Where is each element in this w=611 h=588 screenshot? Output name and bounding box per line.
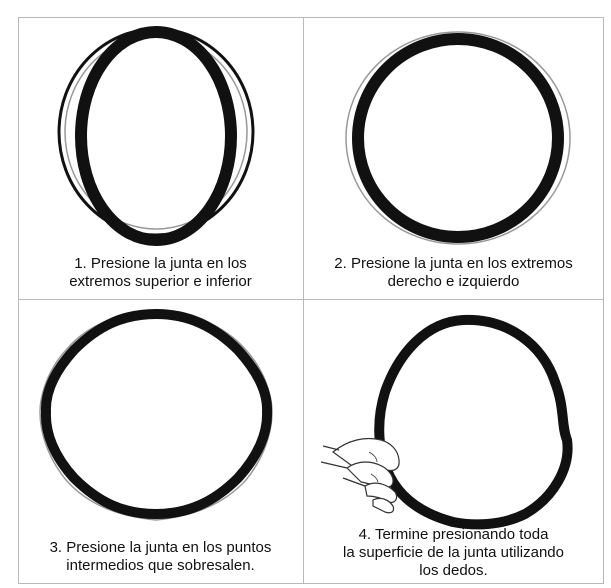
- diagram-grid: [18, 17, 604, 584]
- step-1-outer-outline: [57, 27, 255, 237]
- step-1-caption: 1. Presione la junta en los extremos sup…: [69, 255, 252, 290]
- step-3-caption: 3. Presione la junta en los puntos inter…: [49, 539, 272, 574]
- step-1-panel: 1. Presione la junta en los extremos sup…: [18, 17, 303, 299]
- step-2-gasket-ring: [352, 33, 564, 243]
- grid-divider-horizontal: [18, 299, 604, 300]
- step-3-gasket-illustration: [39, 308, 273, 521]
- hand-icon: [320, 437, 400, 514]
- step-2-outer-outline: [345, 31, 571, 245]
- grid-divider-vertical: [303, 17, 304, 584]
- step-3-gasket-ring: [40, 308, 273, 520]
- step-4-panel: 4. Termine presionando toda la superfici…: [303, 300, 604, 584]
- step-2-panel: 2. Presione la junta en los extremos der…: [303, 17, 604, 299]
- step-3-panel: 3. Presione la junta en los puntos inter…: [18, 300, 303, 584]
- step-4-gasket-illustration: [320, 314, 573, 530]
- step-4-caption: 4. Termine presionando toda la superfici…: [343, 526, 564, 579]
- step-2-caption: 2. Presione la junta en los extremos der…: [334, 255, 573, 290]
- step-4-gasket-ring: [374, 314, 573, 530]
- step-2-gasket-illustration: [345, 31, 571, 245]
- step-1-gasket-ring: [75, 26, 237, 246]
- step-3-outer-outline: [39, 309, 273, 521]
- step-1-gasket-illustration: [57, 26, 255, 246]
